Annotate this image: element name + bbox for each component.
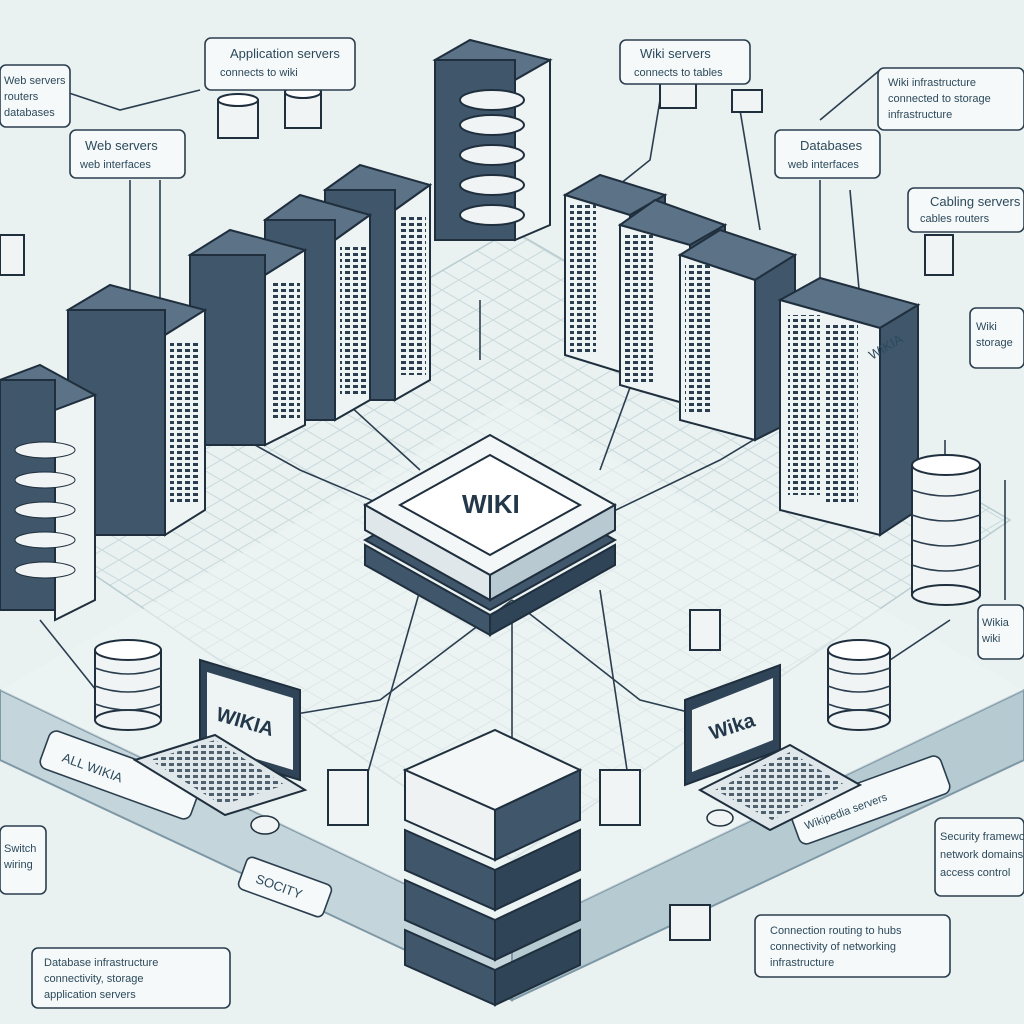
svg-text:access control: access control <box>940 867 1010 879</box>
rack-right-4: WIKIA <box>777 276 921 537</box>
svg-text:wiring: wiring <box>3 859 33 871</box>
svg-text:databases: databases <box>4 107 55 119</box>
svg-text:connectivity of networking: connectivity of networking <box>770 941 896 953</box>
rack-right-3 <box>677 228 798 442</box>
svg-text:wiki: wiki <box>981 633 1000 645</box>
callout-web-servers: Web servers web interfaces <box>69 129 186 179</box>
disk-stack-right <box>827 639 891 731</box>
callout-bottom-left: Database infrastructure connectivity, st… <box>31 947 231 1009</box>
top-cylinders <box>217 85 322 139</box>
svg-text:infrastructure: infrastructure <box>888 109 952 121</box>
svg-text:Connection routing to hubs: Connection routing to hubs <box>770 925 902 937</box>
svg-text:web interfaces: web interfaces <box>787 159 859 171</box>
platform-right-sign: Wikipedia servers <box>789 755 951 845</box>
svg-text:Web servers: Web servers <box>85 138 158 153</box>
svg-text:storage: storage <box>976 337 1013 349</box>
svg-text:Wiki: Wiki <box>976 321 997 333</box>
svg-text:Switch: Switch <box>4 843 36 855</box>
svg-text:Web servers: Web servers <box>4 75 66 87</box>
callout-cabling: Cabling servers cables routers <box>907 187 1024 233</box>
callout-bottom-right-side: Security framework network domains acces… <box>934 817 1024 897</box>
svg-text:connects to wiki: connects to wiki <box>220 67 298 79</box>
rack-group-right: WIKIA <box>562 173 921 537</box>
svg-text:Security framework: Security framework <box>940 831 1024 843</box>
callout-bottom-center: Connection routing to hubs connectivity … <box>754 914 951 978</box>
svg-text:Wiki infrastructure: Wiki infrastructure <box>888 77 976 89</box>
callout-right-low: Wikia wiki <box>977 604 1024 660</box>
bottom-server-stack <box>402 728 583 1007</box>
callout-wiki-servers: Wiki servers connects to tables <box>619 39 751 85</box>
rack-left-3 <box>187 228 308 447</box>
svg-text:Databases: Databases <box>800 138 863 153</box>
svg-text:cables routers: cables routers <box>920 213 990 225</box>
svg-text:connects to tables: connects to tables <box>634 67 723 79</box>
central-wiki-hub: WIKI <box>362 433 618 637</box>
rack-group-left <box>0 163 433 622</box>
svg-text:Application servers: Application servers <box>230 46 340 61</box>
svg-text:web interfaces: web interfaces <box>79 159 151 171</box>
svg-text:infrastructure: infrastructure <box>770 957 834 969</box>
callout-top-left: Web servers routers databases <box>0 64 71 128</box>
callout-app-servers: Application servers connects to wiki <box>204 37 356 91</box>
svg-text:network domains: network domains <box>940 849 1024 861</box>
disk-stack-left <box>94 639 162 731</box>
svg-text:connected to storage: connected to storage <box>888 93 991 105</box>
central-storage-tower <box>432 38 553 242</box>
monitor-left: WIKIA <box>132 658 308 835</box>
platform-badge: SOCITY <box>237 856 333 918</box>
rack-left-5 <box>0 363 98 622</box>
svg-text:Wikia: Wikia <box>982 617 1010 629</box>
callout-databases: Databases web interfaces <box>774 129 881 179</box>
callout-top-right: Wiki infrastructure connected to storage… <box>877 67 1024 131</box>
svg-text:application servers: application servers <box>44 989 136 1001</box>
disk-stack-far-right <box>911 454 981 606</box>
callout-left-switch: Switch wiring <box>0 825 47 895</box>
svg-text:Database infrastructure: Database infrastructure <box>44 957 158 969</box>
svg-text:connectivity, storage: connectivity, storage <box>44 973 143 985</box>
center-hub-label: WIKI <box>462 489 520 519</box>
svg-text:routers: routers <box>4 91 39 103</box>
callout-right-mid: Wiki storage <box>969 307 1024 369</box>
svg-text:Cabling servers: Cabling servers <box>930 194 1021 209</box>
platform-left-sign: ALL WIKIA <box>39 730 201 820</box>
svg-text:Wiki servers: Wiki servers <box>640 46 711 61</box>
monitor-right: Wika <box>684 663 863 832</box>
small-devices <box>0 79 954 941</box>
